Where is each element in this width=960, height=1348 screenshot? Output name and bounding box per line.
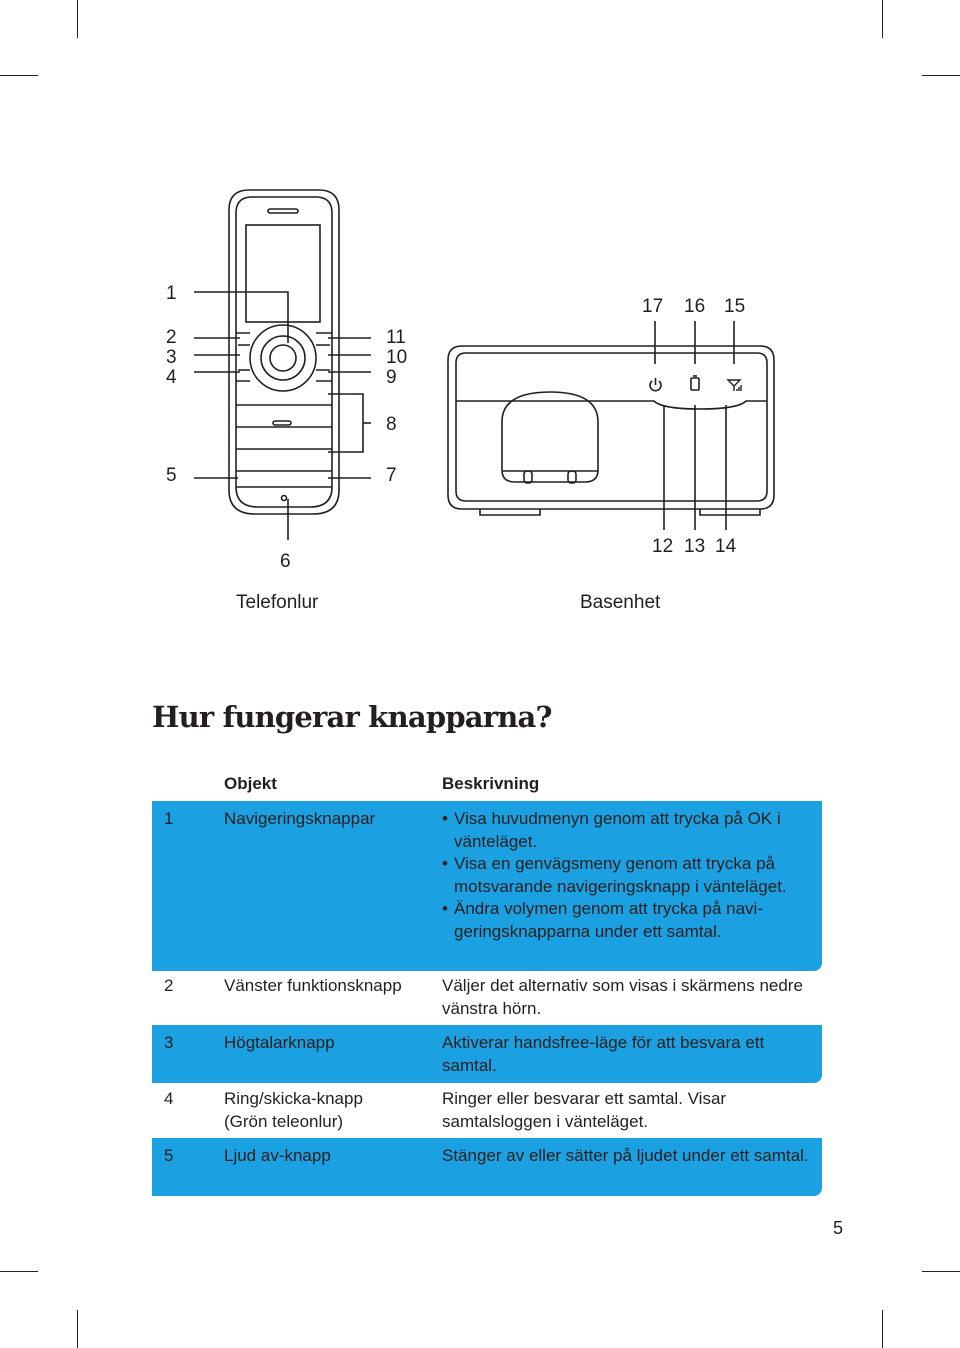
power-icon bbox=[649, 378, 662, 392]
callout-label: 3 bbox=[166, 347, 177, 368]
row-description: Aktiverar handsfree-läge för att besvara… bbox=[442, 1033, 765, 1075]
handset-illustration bbox=[228, 189, 340, 515]
crop-mark bbox=[77, 1310, 78, 1348]
table-row: 5 Ljud av-knapp Stänger av eller sätter … bbox=[152, 1138, 822, 1196]
callout-label: 1 bbox=[166, 283, 177, 304]
crop-mark bbox=[882, 1310, 883, 1348]
callout-label: 7 bbox=[386, 465, 397, 486]
callout-label: 9 bbox=[386, 367, 397, 388]
crop-mark bbox=[882, 0, 883, 38]
row-object: Vänster funktionsknapp bbox=[224, 976, 402, 995]
row-description: Visa huvudmenyn genom att trycka på OK i… bbox=[442, 808, 812, 943]
leader-lines bbox=[194, 291, 735, 540]
callout-label: 6 bbox=[280, 551, 291, 572]
callout-label: 11 bbox=[386, 327, 406, 348]
column-header-object: Objekt bbox=[224, 774, 277, 793]
signal-icon bbox=[726, 379, 742, 391]
row-number: 2 bbox=[164, 976, 174, 995]
row-description: Stänger av eller sätter på ljudet under … bbox=[442, 1146, 809, 1165]
page-number: 5 bbox=[833, 1218, 844, 1238]
table-row: 4 Ring/skicka-knapp (Grön teleonlur) Rin… bbox=[152, 1081, 822, 1137]
row-number: 1 bbox=[164, 809, 174, 828]
section-title: Hur fungerar knapparna? bbox=[152, 700, 553, 734]
bullet-item: Ändra volymen genom att trycka på navi-g… bbox=[442, 898, 812, 943]
battery-icon bbox=[690, 377, 700, 391]
crop-mark bbox=[922, 1271, 960, 1272]
callout-label: 5 bbox=[166, 465, 177, 486]
row-object: Navigeringsknappar bbox=[224, 809, 376, 828]
column-header-description: Beskrivning bbox=[442, 774, 540, 793]
bullet-item: Visa en genvägsmeny genom att trycka på … bbox=[442, 853, 812, 898]
row-object: Ljud av-knapp bbox=[224, 1146, 331, 1165]
callout-label: 8 bbox=[386, 414, 397, 435]
ok-button bbox=[269, 344, 297, 372]
callout-label: 15 bbox=[724, 296, 746, 317]
table-row: 2 Vänster funktionsknapp Väljer det alte… bbox=[152, 968, 822, 1024]
row-object: Ring/skicka-knapp (Grön teleonlur) bbox=[224, 1089, 363, 1131]
product-illustration bbox=[194, 189, 775, 540]
navigation-ring bbox=[249, 324, 317, 392]
callout-label: 4 bbox=[166, 367, 177, 388]
crop-mark bbox=[77, 0, 78, 38]
table-row: 1 Navigeringsknappar Visa huvudmenyn gen… bbox=[152, 801, 822, 971]
bullet-item: Visa huvudmenyn genom att trycka på OK i… bbox=[442, 808, 812, 853]
table-row: 3 Högtalarknapp Aktiverar handsfree-läge… bbox=[152, 1025, 822, 1083]
callout-label: 2 bbox=[166, 327, 177, 348]
callout-label: 13 bbox=[684, 536, 706, 557]
row-description: Ringer eller besvarar ett samtal. Visar … bbox=[442, 1089, 727, 1131]
row-number: 5 bbox=[164, 1146, 174, 1165]
callout-label: 12 bbox=[652, 536, 674, 557]
callout-label: 10 bbox=[386, 347, 408, 368]
row-number: 4 bbox=[164, 1089, 174, 1108]
callout-label: 17 bbox=[642, 296, 664, 317]
row-number: 3 bbox=[164, 1033, 174, 1052]
callout-label: 14 bbox=[715, 536, 737, 557]
handset-cradle bbox=[501, 391, 599, 483]
crop-mark bbox=[0, 1271, 38, 1272]
handset-caption: Telefonlur bbox=[236, 592, 319, 613]
crop-mark bbox=[922, 75, 960, 76]
row-object: Högtalarknapp bbox=[224, 1033, 335, 1052]
base-caption: Basenhet bbox=[580, 592, 661, 613]
crop-mark bbox=[0, 75, 38, 76]
row-description: Väljer det alternativ som visas i skärme… bbox=[442, 976, 803, 1018]
base-station-illustration bbox=[447, 345, 775, 516]
handset-screen bbox=[245, 224, 321, 323]
product-figure: 1 2 3 4 5 6 7 8 9 10 11 12 13 14 15 16 1… bbox=[0, 0, 960, 640]
callout-label: 16 bbox=[684, 296, 706, 317]
